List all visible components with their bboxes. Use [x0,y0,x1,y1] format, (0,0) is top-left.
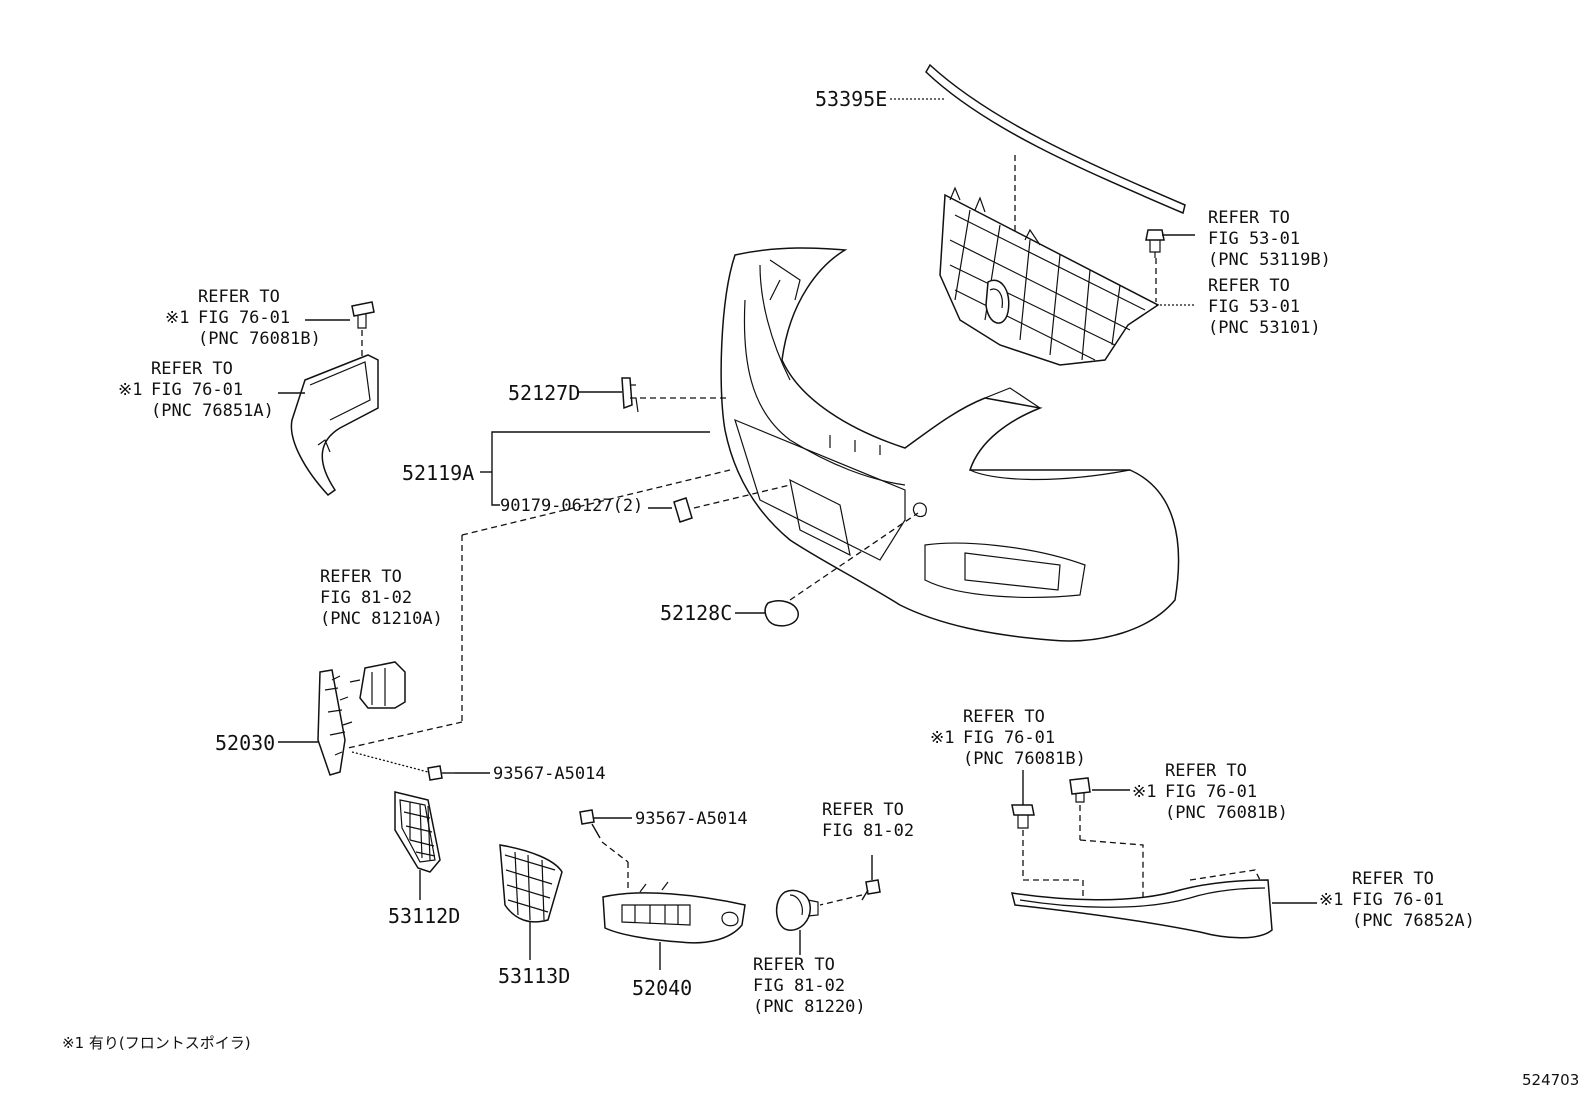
front-spoiler-76852A[interactable] [1011,879,1273,939]
svg-text:※1: ※1 [1132,782,1156,802]
fog-lamp-81210A[interactable] [349,661,406,709]
svg-text:(PNC 76081B): (PNC 76081B) [963,749,1086,769]
svg-text:REFER TO: REFER TO [320,567,402,587]
label-53395E[interactable]: 53395E [815,87,887,111]
svg-text:※1: ※1 [1319,890,1343,910]
bolt-93567-A5014-b[interactable] [579,809,601,839]
svg-text:FIG 53-01: FIG 53-01 [1208,229,1300,249]
tow-hook-cover-52128C[interactable] [764,600,799,627]
svg-text:REFER TO: REFER TO [151,359,233,379]
svg-text:FIG 76-01: FIG 76-01 [198,308,290,328]
svg-text:REFER TO: REFER TO [1165,761,1247,781]
fog-lamp-cover-52040[interactable] [602,881,746,944]
figure-id: 524703 [1522,1071,1579,1089]
grille-insert-53112D[interactable] [394,791,441,873]
svg-text:(PNC 81220): (PNC 81220) [753,997,866,1017]
label-52030[interactable]: 52030 [215,731,275,755]
ref-81-02[interactable]: REFER TO FIG 81-02 [822,800,914,841]
bolt-93567-A5014-a[interactable] [427,765,455,781]
label-53112D[interactable]: 53112D [388,904,460,928]
svg-text:(PNC 53101): (PNC 53101) [1208,318,1321,338]
svg-text:FIG 81-02: FIG 81-02 [320,588,412,608]
ref-76851A[interactable]: REFER TO ※1 FIG 76-01 (PNC 76851A) [118,359,274,421]
svg-text:(PNC 76081B): (PNC 76081B) [198,329,321,349]
svg-text:FIG 81-02: FIG 81-02 [753,976,845,996]
svg-text:FIG 76-01: FIG 76-01 [1165,782,1257,802]
radiator-grille[interactable] [939,186,1160,366]
svg-text:FIG 53-01: FIG 53-01 [1208,297,1300,317]
ref-76852A[interactable]: REFER TO ※1 FIG 76-01 (PNC 76852A) [1319,869,1475,931]
label-93567-A5014-a[interactable]: 93567-A5014 [493,764,606,784]
ref-76081B-a[interactable]: REFER TO ※1 FIG 76-01 (PNC 76081B) [930,707,1086,769]
clip-53119B[interactable] [1145,229,1165,258]
svg-text:FIG 76-01: FIG 76-01 [1352,890,1444,910]
ref-76081B-b[interactable]: REFER TO ※1 FIG 76-01 (PNC 76081B) [1132,761,1288,823]
svg-text:REFER TO: REFER TO [198,287,280,307]
clip-76081B-a[interactable] [1011,804,1035,829]
ref-81210A[interactable]: REFER TO FIG 81-02 (PNC 81210A) [320,567,443,629]
molding-strip-53395E[interactable] [925,63,1186,215]
ref-81220[interactable]: REFER TO FIG 81-02 (PNC 81220) [753,955,866,1017]
spoiler-side-76851A[interactable] [290,354,379,496]
svg-text:FIG 81-02: FIG 81-02 [822,821,914,841]
ref-76081B-left[interactable]: REFER TO ※1 FIG 76-01 (PNC 76081B) [165,287,321,349]
svg-text:(PNC 76852A): (PNC 76852A) [1352,911,1475,931]
svg-text:(PNC 81210A): (PNC 81210A) [320,609,443,629]
label-90179-06127[interactable]: 90179-06127(2) [500,496,643,516]
svg-text:FIG 76-01: FIG 76-01 [963,728,1055,748]
label-52127D[interactable]: 52127D [508,381,580,405]
label-52040[interactable]: 52040 [632,976,692,1000]
svg-text:REFER TO: REFER TO [963,707,1045,727]
svg-text:REFER TO: REFER TO [1352,869,1434,889]
label-53113D[interactable]: 53113D [498,964,570,988]
grille-insert-53113D[interactable] [499,844,563,923]
label-52119A[interactable]: 52119A [402,461,474,485]
svg-text:(PNC 76081B): (PNC 76081B) [1165,803,1288,823]
svg-text:(PNC 76851A): (PNC 76851A) [151,401,274,421]
ref-53119B[interactable]: REFER TO FIG 53-01 (PNC 53119B) [1208,208,1331,270]
bracket-52127D[interactable] [621,377,639,413]
bolt-fog-lamp[interactable] [861,879,881,901]
svg-text:(PNC 53119B): (PNC 53119B) [1208,250,1331,270]
clip-76081B-b[interactable] [1069,777,1091,803]
bumper-cover-52119A[interactable] [720,247,1180,642]
clip-76081B-left[interactable] [351,301,375,329]
svg-text:REFER TO: REFER TO [1208,208,1290,228]
nut-90179-06127[interactable] [673,497,693,523]
ref-53101[interactable]: REFER TO FIG 53-01 (PNC 53101) [1208,276,1321,338]
svg-text:※1: ※1 [930,728,954,748]
fog-lamp-81220[interactable] [776,889,819,931]
fog-lamp-bracket-52030[interactable] [317,669,353,776]
label-93567-A5014-b[interactable]: 93567-A5014 [635,809,748,829]
svg-text:REFER TO: REFER TO [1208,276,1290,296]
label-52128C[interactable]: 52128C [660,601,732,625]
svg-text:REFER TO: REFER TO [753,955,835,975]
svg-text:※1: ※1 [118,380,142,400]
footnote: ※1 有り(フロントスポイラ) [62,1034,251,1052]
svg-text:REFER TO: REFER TO [822,800,904,820]
svg-text:FIG 76-01: FIG 76-01 [151,380,243,400]
svg-text:※1: ※1 [165,308,189,328]
